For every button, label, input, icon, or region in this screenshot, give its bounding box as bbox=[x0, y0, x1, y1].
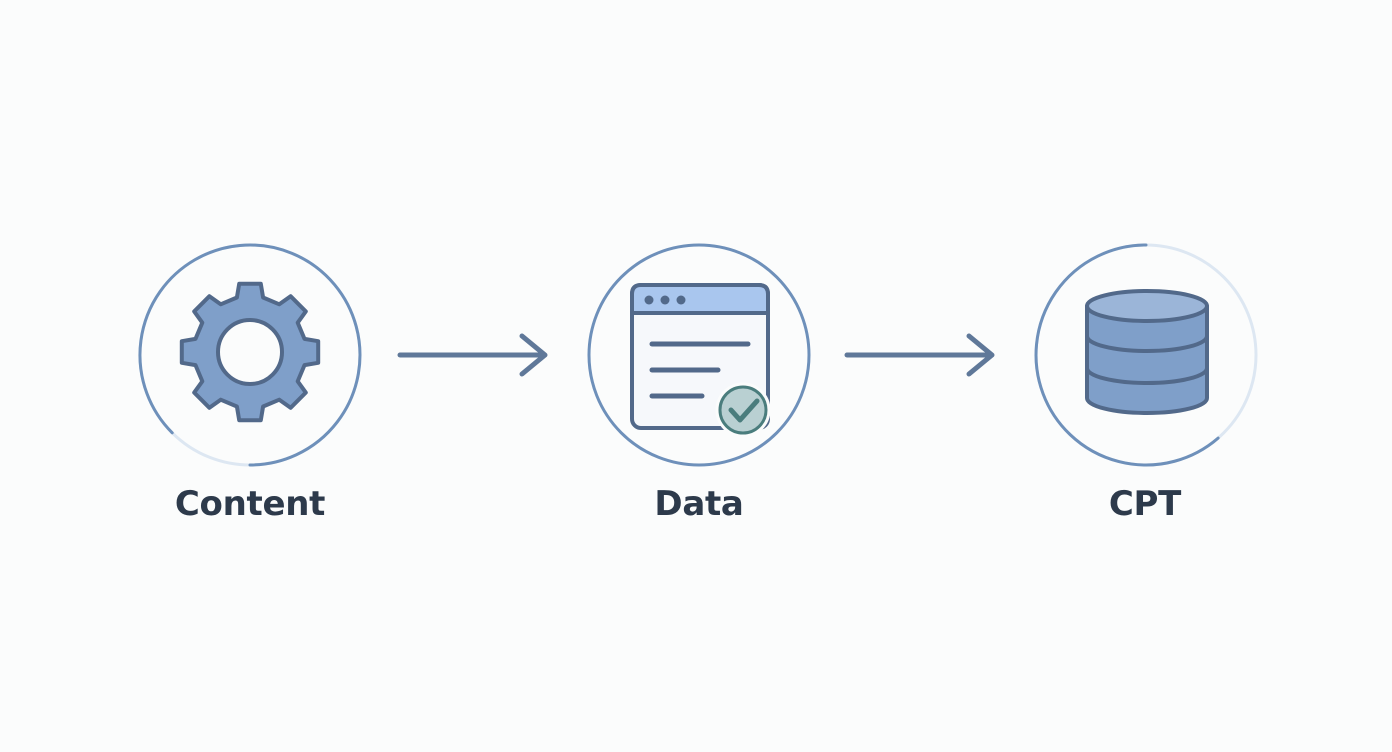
arrow-right-icon bbox=[397, 333, 548, 377]
gear-icon bbox=[179, 281, 321, 423]
step-data-node bbox=[587, 243, 811, 467]
step-content-label: Content bbox=[174, 484, 326, 524]
step-data-ring bbox=[587, 243, 811, 467]
step-cpt-label: CPT bbox=[1108, 484, 1182, 524]
step-content-ring bbox=[138, 243, 362, 467]
step-data-label: Data bbox=[654, 484, 744, 524]
step-content-node bbox=[138, 243, 362, 467]
step-cpt-ring bbox=[1034, 243, 1220, 467]
browser-window-check-icon bbox=[630, 283, 771, 438]
step-cpt-node bbox=[1034, 243, 1258, 467]
check-badge-icon bbox=[715, 382, 771, 438]
database-icon bbox=[1085, 289, 1209, 415]
arrow-right-icon bbox=[844, 333, 995, 377]
